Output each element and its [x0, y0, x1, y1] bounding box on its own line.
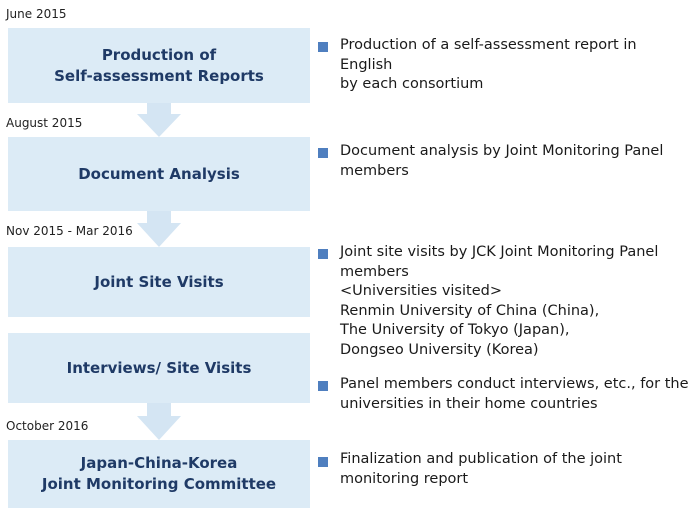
stage-box-interviews: Interviews/ Site Visits — [8, 333, 310, 403]
flow-arrow-1 — [137, 103, 181, 137]
description-line: universities in their home countries — [340, 395, 598, 412]
description-line: Dongseo University (Korea) — [340, 341, 539, 358]
stage-box-line: Joint Site Visits — [94, 272, 224, 291]
stage-box-line: Joint Monitoring Committee — [41, 475, 277, 493]
flow-arrow-2 — [137, 211, 181, 247]
description-production: Production of a self-assessment report i… — [340, 36, 690, 95]
bullet-square-icon — [318, 381, 328, 391]
bullet-square-icon — [318, 457, 328, 467]
description-committee: Finalization and publication of the join… — [340, 450, 690, 489]
stage-date-1: June 2015 — [6, 7, 67, 21]
description-line: monitoring report — [340, 470, 469, 487]
description-line: Panel members conduct interviews, etc., … — [340, 376, 689, 392]
description-line: The University of Tokyo (Japan), — [340, 322, 570, 338]
stage-box-production: Production of Self-assessment Reports — [8, 28, 310, 103]
description-line: Production of a self-assessment report i… — [340, 37, 637, 73]
description-interviews: Panel members conduct interviews, etc., … — [340, 375, 690, 414]
stage-box-line: Self-assessment Reports — [54, 66, 264, 85]
stage-date-5: October 2016 — [6, 419, 89, 433]
stage-box-joint-site-visits: Joint Site Visits — [8, 247, 310, 317]
description-joint-site-visits: Joint site visits by JCK Joint Monitorin… — [340, 243, 690, 360]
stage-box-line: Document Analysis — [78, 164, 240, 183]
stage-box-line: Production of — [101, 45, 217, 64]
stage-box-line: Interviews/ Site Visits — [66, 358, 252, 377]
stage-box-line: Japan-China-Korea — [80, 454, 238, 472]
stage-box-document-analysis: Document Analysis — [8, 137, 310, 211]
description-line: by each consortium — [340, 76, 484, 92]
description-document-analysis: Document analysis by Joint Monitoring Pa… — [340, 142, 690, 181]
description-line: Document analysis by Joint Monitoring Pa… — [340, 143, 664, 159]
bullet-square-icon — [318, 42, 328, 52]
bullet-square-icon — [318, 148, 328, 158]
description-line: Joint site visits by JCK Joint Monitorin… — [340, 244, 659, 260]
description-line: <Universities visited> — [340, 283, 502, 299]
stage-box-committee: Japan-China-Korea Joint Monitoring Commi… — [8, 440, 310, 508]
description-line: members — [340, 162, 409, 179]
bullet-square-icon — [318, 249, 328, 259]
flow-arrow-3 — [137, 403, 181, 440]
stage-date-2: August 2015 — [6, 116, 83, 130]
description-line: Renmin University of China (China), — [340, 302, 600, 319]
description-line: Finalization and publication of the join… — [340, 451, 622, 467]
description-line: members — [340, 263, 409, 280]
stage-date-3: Nov 2015 - Mar 2016 — [6, 224, 133, 238]
